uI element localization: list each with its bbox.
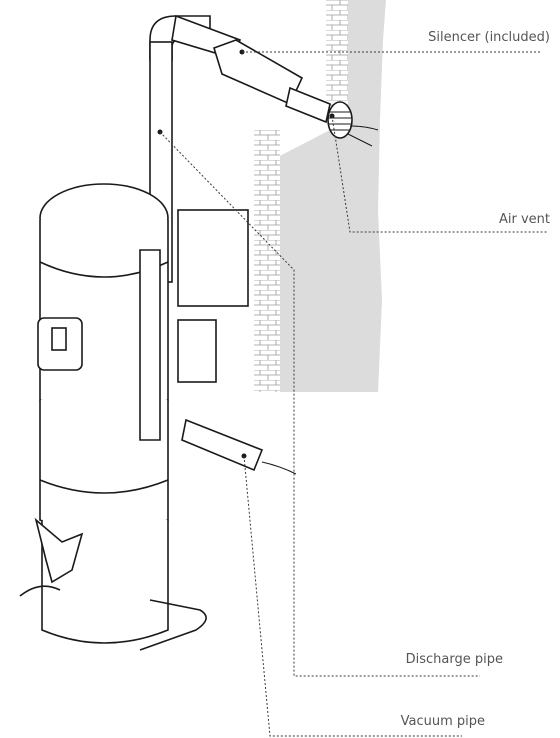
mount-frame — [139, 249, 161, 441]
inlet-arrow — [261, 461, 297, 475]
wall — [254, 0, 386, 392]
tank-band — [39, 479, 169, 494]
stand-legs — [19, 585, 207, 651]
silencer-outlet-pipe — [285, 86, 331, 124]
label-discharge-pipe: Discharge pipe — [405, 652, 503, 667]
brick-strip-top — [326, 0, 348, 110]
wall-bracket — [19, 209, 249, 651]
fan-housing — [177, 319, 217, 383]
leader-vacuum — [243, 455, 462, 737]
grille-slats — [329, 111, 351, 131]
air-flow-arrows — [347, 125, 379, 147]
leader-discharge — [159, 131, 480, 677]
control-switch — [51, 327, 67, 351]
dust-tank — [41, 520, 169, 644]
label-air-vent: Air vent — [498, 212, 550, 227]
label-silencer: Silencer (included) — [428, 30, 550, 45]
brick-strip-bottom — [254, 130, 280, 392]
vacuum-inlet-pipe — [181, 418, 264, 472]
vacuum-pipe-assembly — [181, 418, 297, 475]
label-vacuum-pipe: Vacuum pipe — [400, 714, 485, 729]
electrical-box — [177, 209, 249, 307]
leader-air-vent — [331, 115, 548, 233]
central-vacuum-unit — [34, 183, 169, 644]
wall-surface — [272, 0, 386, 392]
tank-handle — [34, 517, 84, 584]
leader-lines — [159, 51, 548, 737]
air-vent-grille — [327, 101, 353, 139]
